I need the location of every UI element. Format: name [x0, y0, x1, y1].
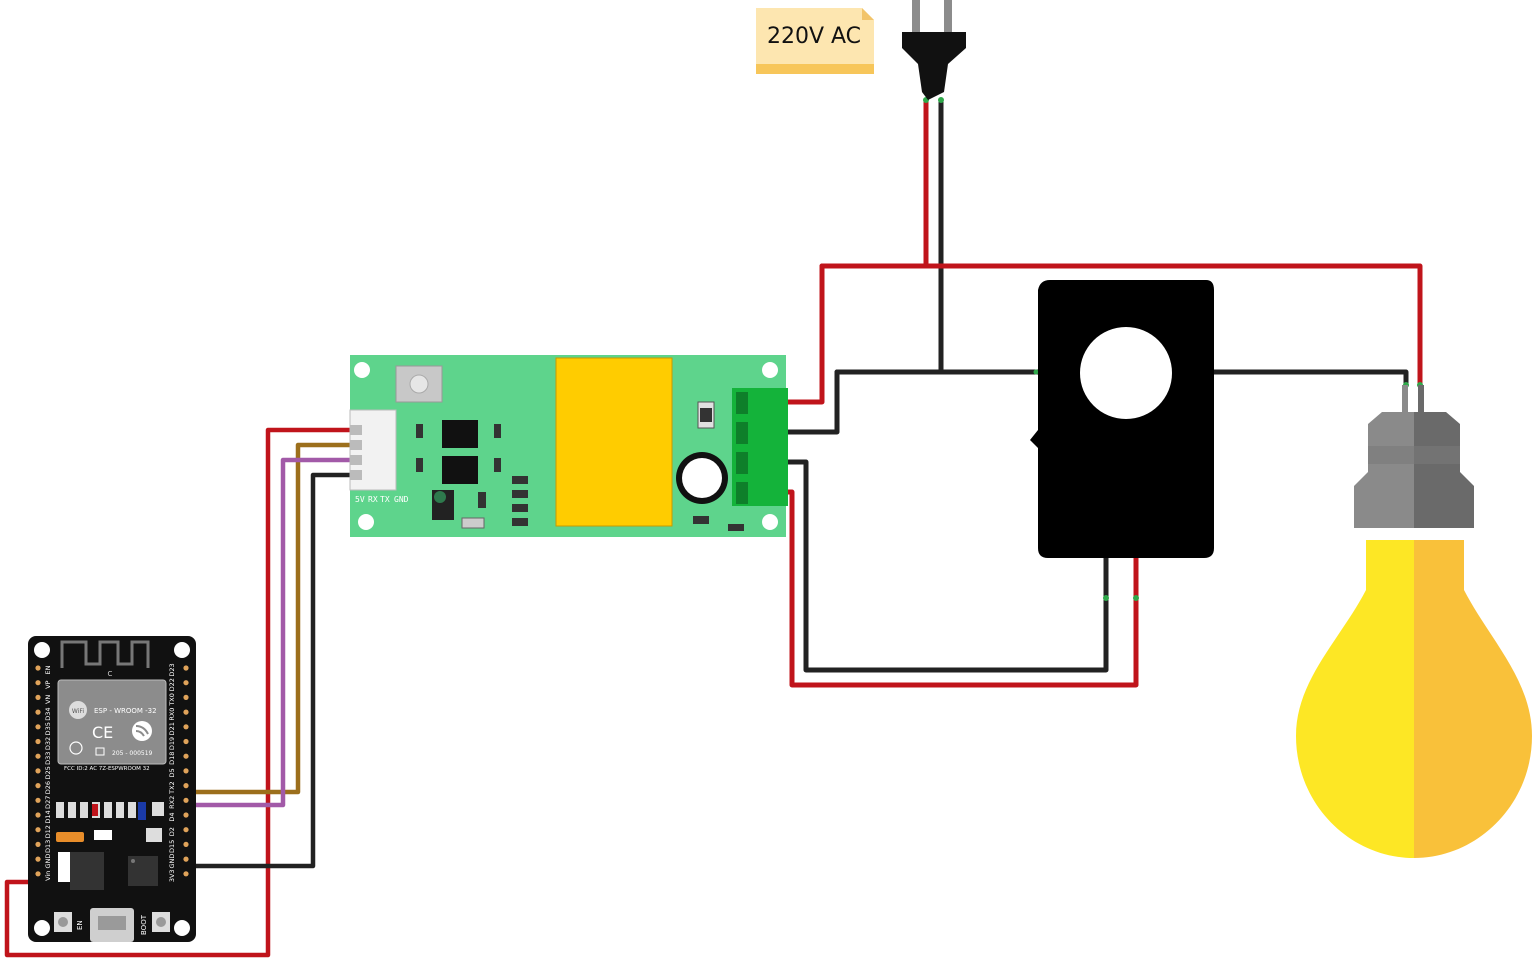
pin-label-left-vp: VP [44, 680, 52, 688]
pzem-pin-5v: 5V [355, 495, 365, 504]
esp32-module [57, 679, 167, 765]
pin-label-left-d12: D12 [44, 825, 52, 838]
header-pin-left-d14 [35, 812, 41, 818]
pin-label-left-d34: D34 [44, 707, 52, 720]
pin-label-right-rx2: RX2 [168, 796, 176, 809]
esp32-cert-line2: FCC ID:2 AC 7Z-ESPWROOM 32 [64, 766, 150, 772]
header-pin-right-d21 [183, 724, 189, 730]
pin-label-right-tx0: TX0 [168, 693, 176, 707]
header-pin-right-d22 [183, 680, 189, 686]
pin-label-left-d13: D13 [44, 840, 52, 853]
espressif-logo [132, 721, 152, 741]
pin-label-left-gnd: GND [44, 854, 52, 869]
wires [4, 97, 1423, 958]
header-pin-right-gnd [183, 856, 189, 862]
pin-label-right-d5: D5 [168, 768, 176, 777]
pzem-relay [555, 357, 673, 527]
pin-label-right-d23: D23 [168, 663, 176, 676]
header-pin-right-rx2 [183, 797, 189, 803]
pin-label-left-vn: VN [44, 695, 52, 704]
esp32-board: C WiFi ESP - WROOM -32 CE 205 - 000519 F… [28, 636, 196, 942]
header-pin-left-d32 [35, 738, 41, 745]
header-pin-right-d5 [183, 768, 189, 774]
wire-tx-purple [183, 457, 360, 808]
right-pin-labels: D23D22TX0RX0D21D19D18D5TX2RX2D4D2D15GND3… [168, 663, 176, 882]
pin-label-right-rx0: RX0 [168, 708, 176, 721]
pzem-pin-gnd: GND [394, 495, 409, 504]
header-pin-right-tx0 [183, 694, 189, 701]
wire-ct-black [753, 459, 1109, 673]
power-plug-icon [902, 0, 966, 100]
wire-gnd-black [183, 472, 360, 869]
esp32-module-label: ESP - WROOM -32 [94, 707, 157, 715]
ce-mark: CE [92, 723, 113, 742]
supply-label: 220V AC [767, 24, 861, 49]
header-pin-left-gnd [35, 856, 41, 862]
left-header-pins [35, 665, 41, 877]
header-pin-left-d12 [35, 827, 41, 833]
pzem-module: 5V RX TX GND [349, 355, 788, 537]
pin-label-right-d15: D15 [168, 840, 176, 853]
header-pin-right-3v3 [183, 871, 189, 877]
pin-label-right-d2: D2 [168, 827, 176, 836]
header-pin-right-tx2 [183, 783, 189, 789]
pin-label-left-d33: D33 [44, 752, 52, 765]
header-pin-left-vn [35, 694, 41, 701]
current-transformer-clamp [1030, 280, 1214, 558]
supply-label-tag: 220V AC [756, 8, 874, 74]
pin-label-left-vin: Vin [44, 871, 52, 881]
pin-label-right-d4: D4 [168, 812, 176, 821]
boot-button-label: BOOT [140, 914, 148, 935]
header-pin-left-d26 [35, 783, 41, 789]
header-pin-left-d25 [35, 768, 41, 774]
header-pin-right-d23 [183, 665, 189, 671]
pin-label-right-d21: D21 [168, 722, 176, 735]
pin-label-left-d35: D35 [44, 722, 52, 735]
header-pin-right-d4 [183, 812, 189, 818]
light-bulb-icon [1296, 385, 1532, 858]
pin-label-left-en: EN [44, 665, 52, 674]
wire-5v-red [4, 427, 360, 958]
header-pin-left-d34 [35, 709, 41, 715]
boot-button[interactable] [152, 912, 170, 932]
pin-label-left-d25: D25 [44, 766, 52, 779]
header-pin-left-d35 [35, 724, 41, 730]
pzem-pin-rx: RX [368, 495, 378, 504]
header-pin-left-en [35, 665, 41, 671]
header-pin-left-vp [35, 680, 41, 686]
en-button-label: EN [76, 920, 84, 930]
header-pin-right-d15 [183, 841, 189, 848]
pin-label-left-d27: D27 [44, 796, 52, 809]
pin-label-right-d19: D19 [168, 737, 176, 750]
en-button[interactable] [54, 912, 72, 932]
pzem-pin-tx: TX [380, 495, 390, 504]
header-pin-right-d18 [183, 753, 189, 759]
wire-neutral-bus [834, 369, 1409, 388]
header-pin-right-d2 [183, 827, 189, 833]
header-pin-left-vin [35, 871, 41, 877]
header-pin-right-rx0 [183, 709, 189, 715]
wire-rx-brown [183, 442, 360, 795]
header-pin-left-d33 [35, 753, 41, 759]
pin-label-right-gnd: GND [168, 854, 176, 869]
esp32-c-label: C [108, 670, 113, 678]
pin-label-right-d18: D18 [168, 752, 176, 765]
header-pin-left-d27 [35, 797, 41, 803]
wire-live-bus [819, 263, 1423, 388]
pin-label-right-tx2: TX2 [168, 781, 176, 795]
pin-label-left-d14: D14 [44, 810, 52, 823]
wifi-logo: WiFi [72, 708, 84, 715]
right-header-pins [183, 665, 189, 877]
pin-label-right-3v3: 3V3 [168, 869, 176, 882]
pin-label-left-d32: D32 [44, 737, 52, 750]
esp32-cert-line1: 205 - 000519 [112, 750, 153, 757]
header-pin-left-d13 [35, 841, 41, 848]
pin-label-left-d26: D26 [44, 781, 52, 794]
header-pin-right-d19 [183, 738, 189, 745]
pin-label-right-d22: D22 [168, 678, 176, 691]
